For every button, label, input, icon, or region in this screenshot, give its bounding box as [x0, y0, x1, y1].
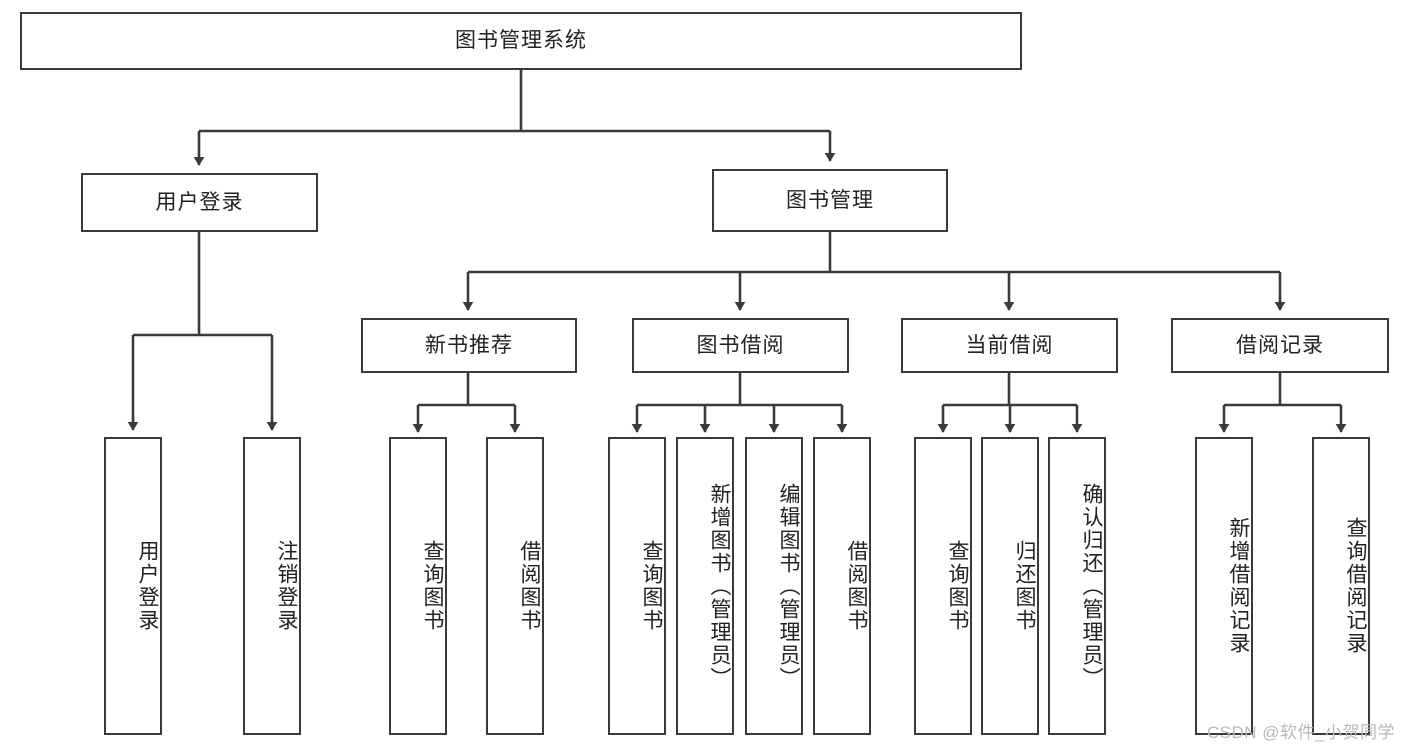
node-book-manage-label: 图书管理 — [786, 188, 874, 212]
node-book-borrow[interactable]: 图书借阅 — [632, 318, 849, 373]
node-new-book-recommend-label: 新书推荐 — [425, 333, 513, 357]
node-current-borrow[interactable]: 当前借阅 — [901, 318, 1118, 373]
node-leaf-query-book-2-label: 查询图书 — [640, 540, 663, 632]
node-leaf-edit-book-admin-label: 编辑图书（管理员） — [777, 482, 800, 690]
node-book-borrow-label: 图书借阅 — [696, 333, 785, 357]
node-leaf-edit-book-admin[interactable]: 编辑图书（管理员） — [745, 437, 803, 735]
node-leaf-query-book-3[interactable]: 查询图书 — [914, 437, 972, 735]
node-leaf-add-borrow-record[interactable]: 新增借阅记录 — [1195, 437, 1253, 735]
node-book-manage[interactable]: 图书管理 — [712, 169, 948, 232]
node-user-login-label: 用户登录 — [155, 190, 244, 214]
node-leaf-user-login[interactable]: 用户登录 — [104, 437, 162, 735]
node-leaf-query-book-2[interactable]: 查询图书 — [608, 437, 666, 735]
node-leaf-query-borrow-record-label: 查询借阅记录 — [1344, 517, 1367, 655]
node-leaf-logout-login-label: 注销登录 — [275, 540, 298, 632]
node-leaf-return-book[interactable]: 归还图书 — [981, 437, 1039, 735]
node-leaf-borrow-book-1[interactable]: 借阅图书 — [486, 437, 544, 735]
node-leaf-return-book-label: 归还图书 — [1013, 540, 1036, 632]
node-leaf-query-book-1-label: 查询图书 — [421, 540, 444, 632]
node-leaf-confirm-return-admin[interactable]: 确认归还（管理员） — [1048, 437, 1106, 735]
node-leaf-confirm-return-admin-label: 确认归还（管理员） — [1080, 482, 1103, 690]
node-leaf-query-borrow-record[interactable]: 查询借阅记录 — [1312, 437, 1370, 735]
node-borrow-record[interactable]: 借阅记录 — [1171, 318, 1389, 373]
node-leaf-borrow-book-2[interactable]: 借阅图书 — [813, 437, 871, 735]
node-leaf-add-book-admin-label: 新增图书（管理员） — [708, 482, 731, 690]
watermark-text: CSDN @软件_小贺同学 — [1206, 723, 1395, 742]
node-leaf-add-borrow-record-label: 新增借阅记录 — [1227, 517, 1250, 655]
node-user-login[interactable]: 用户登录 — [81, 173, 318, 232]
node-leaf-user-login-label: 用户登录 — [136, 540, 159, 632]
node-root[interactable]: 图书管理系统 — [20, 12, 1022, 70]
node-new-book-recommend[interactable]: 新书推荐 — [361, 318, 577, 373]
node-leaf-borrow-book-2-label: 借阅图书 — [845, 540, 868, 632]
node-current-borrow-label: 当前借阅 — [965, 333, 1054, 357]
node-leaf-query-book-3-label: 查询图书 — [946, 540, 969, 632]
node-root-label: 图书管理系统 — [455, 29, 587, 53]
node-leaf-borrow-book-1-label: 借阅图书 — [518, 540, 541, 632]
node-leaf-logout-login[interactable]: 注销登录 — [243, 437, 301, 735]
node-borrow-record-label: 借阅记录 — [1236, 333, 1324, 357]
node-leaf-add-book-admin[interactable]: 新增图书（管理员） — [676, 437, 734, 735]
node-leaf-query-book-1[interactable]: 查询图书 — [389, 437, 447, 735]
